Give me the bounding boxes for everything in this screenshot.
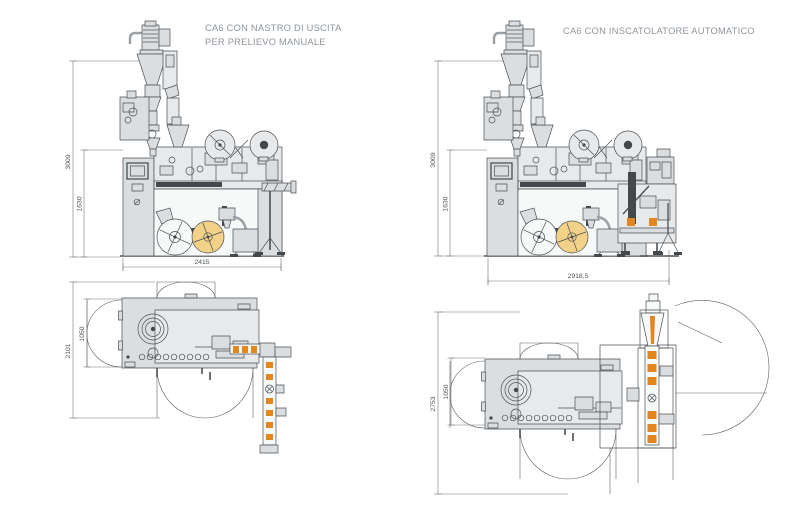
right-machine-plan bbox=[449, 342, 623, 480]
dim-left-width: 2415 bbox=[194, 259, 209, 266]
dim-right-total-height: 3009 bbox=[430, 152, 437, 167]
left-title-line2: PER PRELIEVO MANUALE bbox=[205, 37, 326, 47]
right-elevation-dimensions: 3009 1630 2918,5 bbox=[430, 60, 670, 285]
left-plan-dimensions: 2101 1050 bbox=[65, 281, 160, 419]
left-title-line1: CA6 CON NASTRO DI USCITA bbox=[205, 23, 342, 33]
left-elevation-dimensions: 3009 1630 2415 bbox=[65, 60, 282, 271]
dim-right-plan-depth: 2753 bbox=[430, 396, 437, 411]
right-plan-dimensions: 2753 1050 bbox=[430, 311, 568, 495]
dim-left-plan-depth: 2101 bbox=[65, 343, 72, 358]
cartoner-door-swings bbox=[610, 300, 769, 494]
right-configuration: CA6 CON INSCATOLATORE AUTOMATICO 3009 16… bbox=[430, 19, 769, 495]
dim-right-plan-door-depth: 1050 bbox=[443, 384, 450, 399]
left-configuration: CA6 CON NASTRO DI USCITA PER PRELIEVO MA… bbox=[65, 19, 342, 453]
dim-left-total-height: 3009 bbox=[65, 154, 72, 169]
outlet-conveyor-elevation bbox=[255, 181, 296, 255]
dim-right-width: 2918,5 bbox=[568, 273, 589, 280]
dim-left-plan-door-depth: 1050 bbox=[79, 326, 86, 341]
dim-left-body-height: 1630 bbox=[77, 196, 84, 211]
cartoner-elevation bbox=[618, 149, 682, 256]
left-machine-elevation bbox=[118, 19, 286, 261]
outlet-conveyor-plan bbox=[230, 343, 291, 453]
cartoner-plan bbox=[600, 294, 769, 494]
right-title: CA6 CON INSCATOLATORE AUTOMATICO bbox=[563, 26, 755, 36]
dim-right-body-height: 1630 bbox=[443, 196, 450, 211]
